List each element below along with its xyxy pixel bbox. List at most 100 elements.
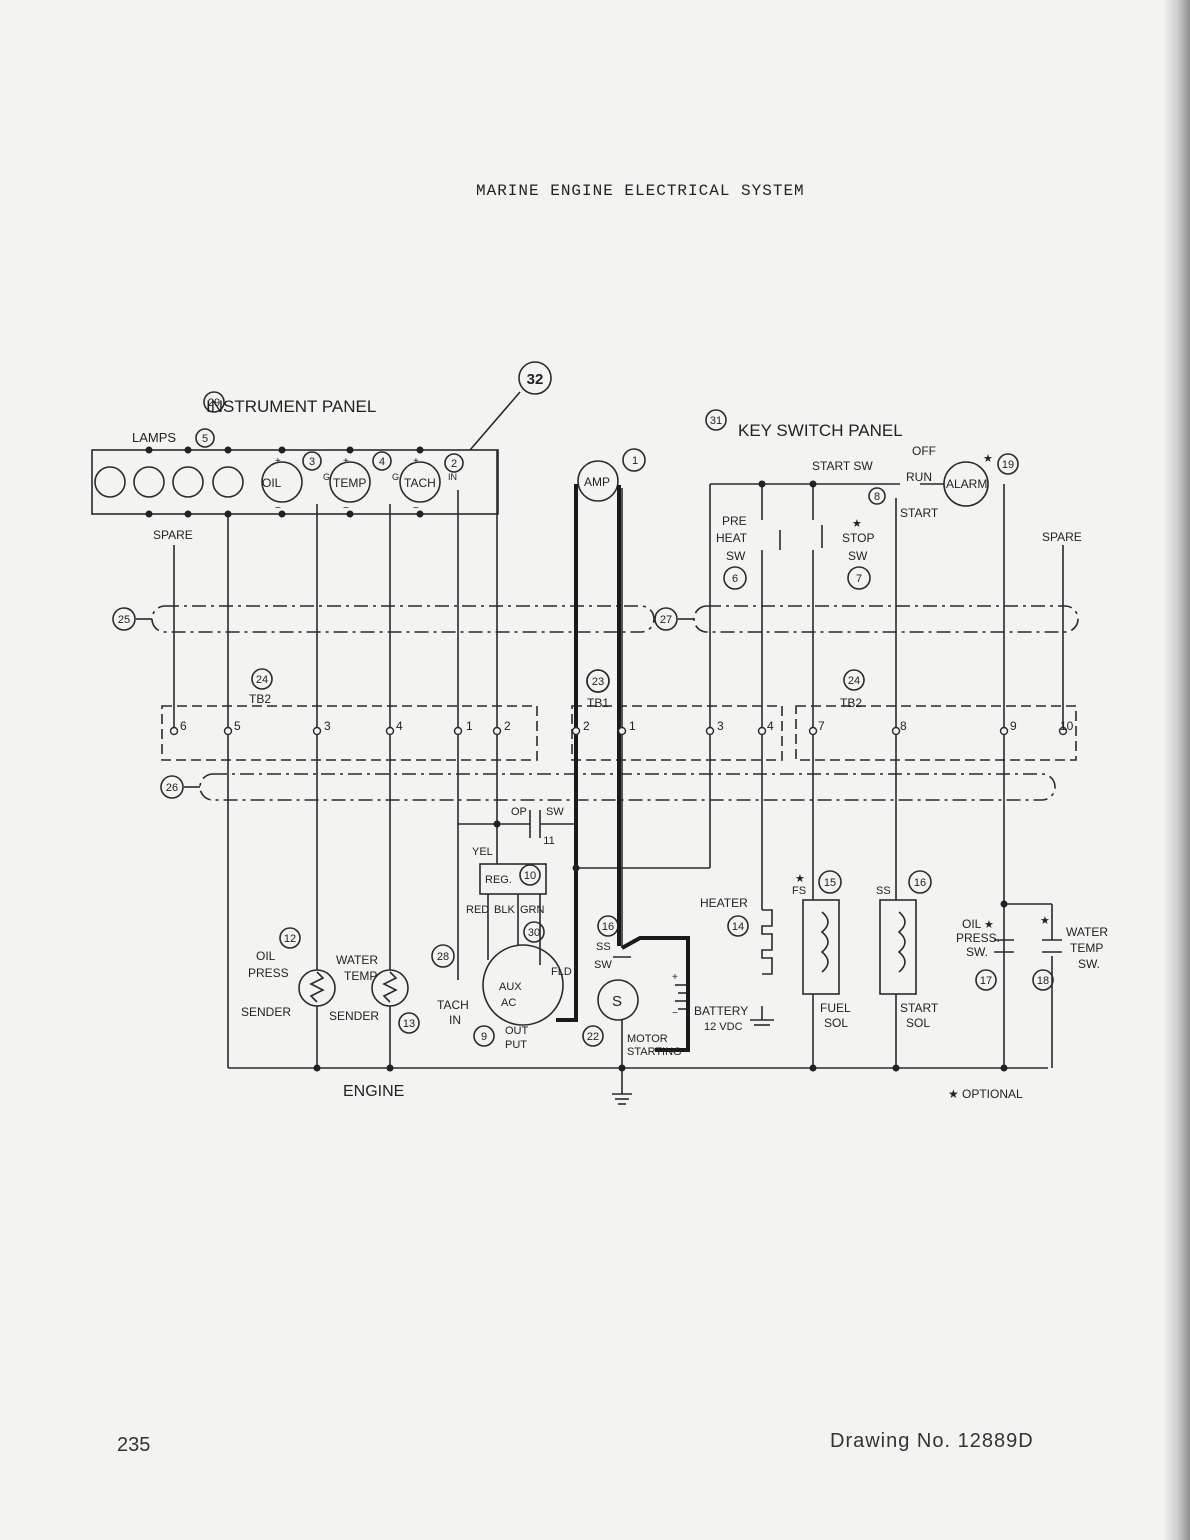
spare-left-label: SPARE [153, 528, 193, 542]
oil-plus: + [275, 456, 281, 467]
red-label: RED [466, 904, 489, 916]
lamp-4 [212, 466, 244, 498]
callout-6: 6 [732, 573, 738, 585]
tach-gauge [399, 461, 441, 503]
page-title: MARINE ENGINE ELECTRICAL SYSTEM [476, 182, 805, 200]
stop-star: ★ [852, 518, 862, 530]
water-temp-sw-label-3: SW. [1078, 957, 1100, 971]
start-label: START [900, 506, 939, 520]
callout-23: 23 [592, 676, 604, 688]
water-sender-label-1: WATER [336, 953, 378, 967]
heat-label: HEAT [716, 531, 748, 545]
callout-29: 29 [208, 397, 220, 409]
tb1-terminal-2: 2 [583, 719, 590, 733]
op-label: OP [511, 806, 527, 818]
water-temp-star: ★ [1040, 915, 1050, 927]
yel-label: YEL [472, 846, 493, 858]
lamps-label: LAMPS [132, 430, 176, 445]
optional-star: ★ [948, 1087, 959, 1101]
starter-s-label: S [612, 993, 622, 1010]
tb2-terminal-4: 4 [396, 719, 403, 733]
oil-g-label: G [323, 472, 330, 482]
ss-sw-label-2: SW [594, 959, 612, 971]
callout-31: 31 [710, 415, 722, 427]
tb1-terminal-1: 1 [629, 719, 636, 733]
oil-press-star: ★ [984, 919, 994, 931]
tb2-terminal-3: 3 [324, 719, 331, 733]
stop-sw-label: SW [848, 549, 868, 563]
tb2-terminal-5: 5 [234, 719, 241, 733]
reg-label: REG. [485, 874, 512, 886]
oil-press-sw-label-3: SW. [966, 945, 988, 959]
callout-32: 32 [527, 371, 544, 388]
fld-label: FLD [551, 966, 572, 978]
ac-label: AC [501, 997, 516, 1009]
tb2-terminal-6: 6 [180, 719, 187, 733]
callout-24a: 24 [256, 674, 268, 686]
pre-label: PRE [722, 514, 747, 528]
engine-label: ENGINE [343, 1083, 404, 1100]
oil-press-sw-label-2: PRESS. [956, 931, 1000, 945]
tach-in-label-2: IN [449, 1013, 461, 1027]
start-sol-label-2: SOL [906, 1016, 930, 1030]
water-temp-sender [371, 969, 409, 1007]
tach-in-label-1: TACH [437, 998, 469, 1012]
amp-label: AMP [584, 475, 610, 489]
alternator [482, 944, 564, 1026]
start-sw-label: START SW [812, 459, 873, 473]
water-sender-label-2: TEMP [344, 969, 377, 983]
tb2-terminal-8: 8 [900, 719, 907, 733]
grn-label: GRN [520, 904, 545, 916]
blk-label: BLK [494, 904, 515, 916]
callout-28: 28 [437, 951, 449, 963]
callout-32-circle [518, 361, 552, 395]
oil-gauge-label: OIL [262, 476, 282, 490]
callout-7: 7 [856, 573, 862, 585]
battery-minus: − [672, 1008, 678, 1019]
start-sol-label-1: START [900, 1001, 939, 1015]
temp-g-label: G [392, 472, 399, 482]
oil-press-sender [298, 969, 336, 1007]
optional-label: OPTIONAL [962, 1087, 1023, 1101]
oil-press-sw-label-1: OIL [962, 917, 982, 931]
callout-10: 10 [524, 870, 536, 882]
tb1-terminal-4: 4 [767, 719, 774, 733]
callout-11: 11 [543, 835, 554, 847]
water-temp-sw-label-1: WATER [1066, 925, 1108, 939]
key-switch-panel-label: KEY SWITCH PANEL [738, 421, 903, 440]
callout-15: 15 [824, 877, 836, 889]
callout-13: 13 [403, 1018, 415, 1030]
temp-gauge [329, 461, 371, 503]
put-label: PUT [505, 1039, 527, 1051]
callout-19: 19 [1002, 459, 1014, 471]
callout-16a: 16 [602, 921, 614, 933]
callout-2: 2 [451, 458, 457, 470]
callout-9: 9 [481, 1031, 487, 1043]
tach-in-terminal-label: IN [448, 472, 457, 482]
callout-1: 1 [632, 455, 638, 467]
page-number: 235 [117, 1434, 151, 1456]
callout-12: 12 [284, 933, 296, 945]
ss-sw-label-1: SS [596, 941, 611, 953]
callout-16b: 16 [914, 877, 926, 889]
callout-14: 14 [732, 921, 744, 933]
lamp-2 [133, 466, 165, 498]
tach-minus: − [413, 503, 419, 514]
aux-label: AUX [499, 981, 522, 993]
heater-label: HEATER [700, 896, 748, 910]
callout-8: 8 [874, 491, 880, 503]
pre-heat-sw-label: SW [726, 549, 746, 563]
fuel-label: FUEL [820, 1001, 851, 1015]
callout-3: 3 [309, 456, 315, 468]
tach-gauge-label: TACH [404, 476, 436, 490]
ss-label: SS [876, 885, 891, 897]
lamp-1 [94, 466, 126, 498]
instrument-panel-label: INSTRUMENT PANEL [206, 397, 376, 416]
page-edge-shadow [1162, 0, 1190, 1540]
temp-minus: − [343, 503, 349, 514]
callout-24b: 24 [848, 675, 860, 687]
starting-label: STARTING [627, 1046, 682, 1058]
starter-motor [597, 979, 639, 1021]
ammeter [577, 460, 619, 502]
